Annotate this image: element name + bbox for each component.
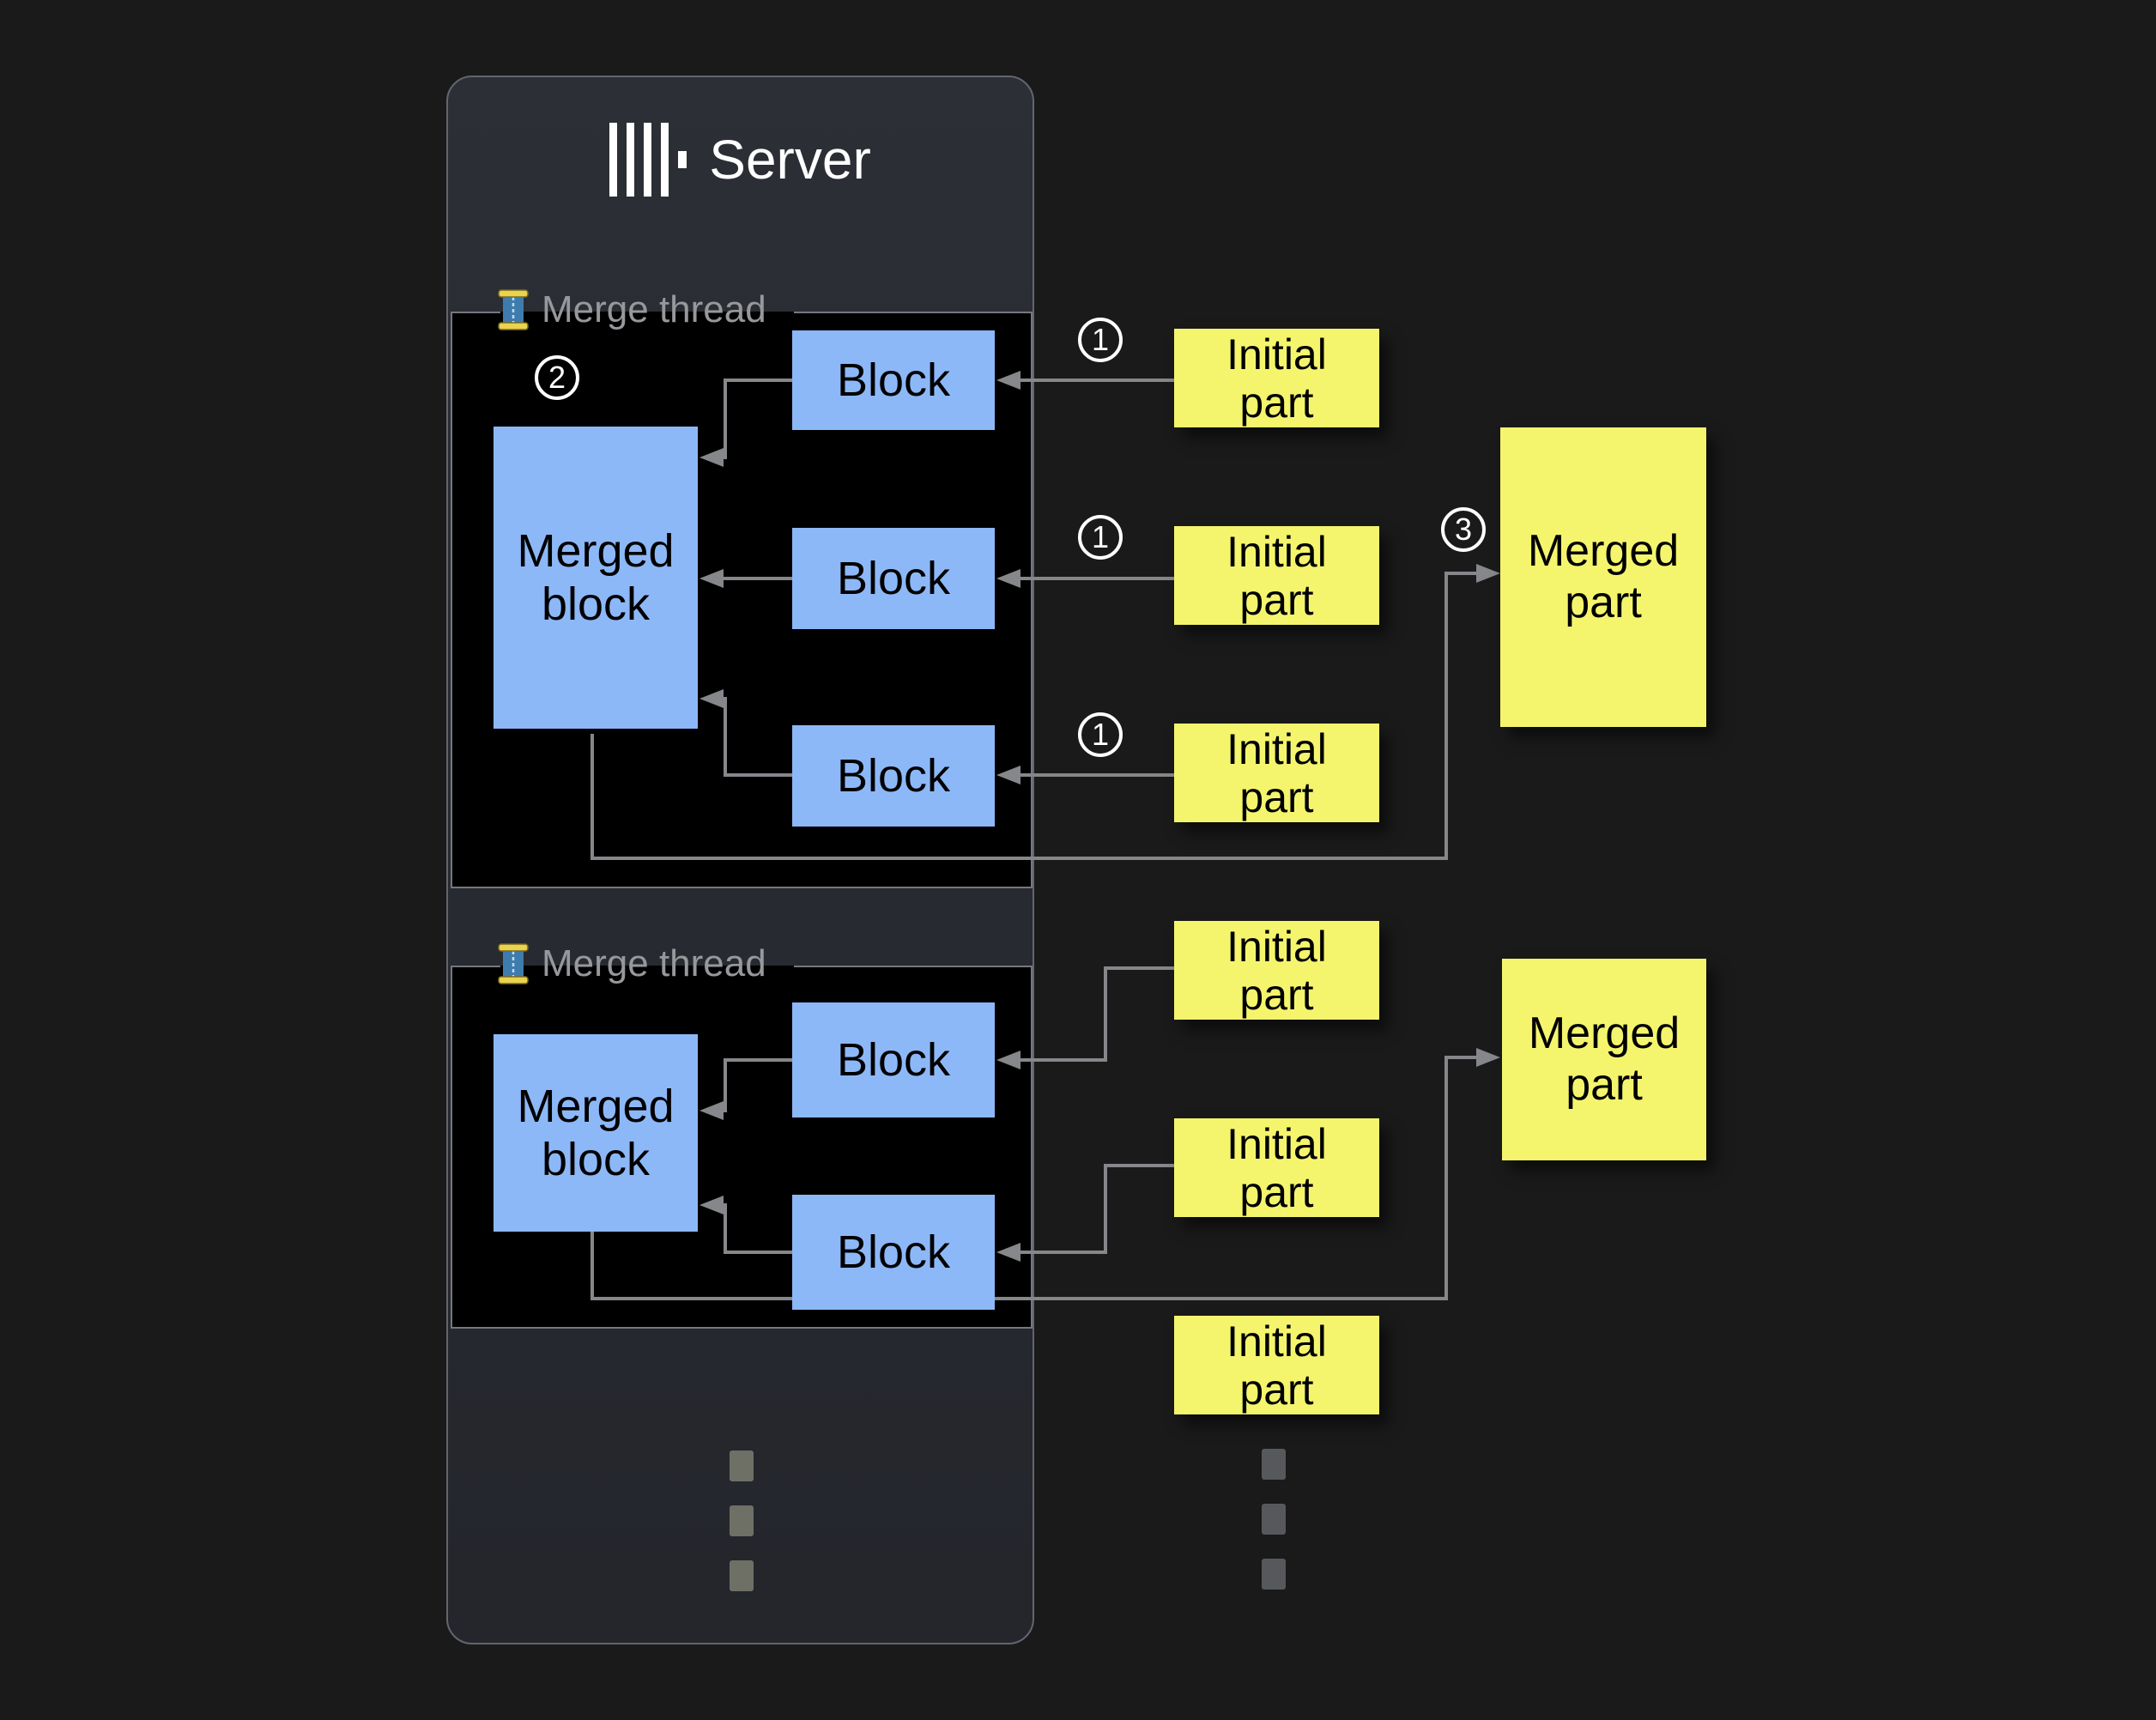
connector-merged1-part [1444, 572, 1448, 860]
merge-thread-legend: Merge thread [495, 942, 766, 985]
merge-thread-legend: Merge thread [495, 288, 766, 331]
connector-block4-merged [724, 1058, 727, 1112]
connector-merged2-part [1446, 1056, 1478, 1059]
connector-ip2-block2 [1019, 577, 1174, 580]
connector-block1-merged [724, 379, 727, 459]
connector-ip4-block [1104, 966, 1107, 1062]
thread-border-segment [451, 966, 500, 967]
connector-ip5-block [1019, 1251, 1107, 1254]
arrowhead-left-icon [699, 1101, 724, 1120]
initial-part-5: Initial part [1174, 1118, 1379, 1217]
server-ellipsis-dot [730, 1560, 754, 1591]
arrowhead-left-icon [699, 689, 724, 708]
connector-merged1-part [590, 857, 1448, 860]
arrowhead-left-icon [996, 371, 1020, 390]
block-2-2: Block [792, 1195, 995, 1310]
block-1-1: Block [792, 330, 995, 430]
arrowhead-left-icon [699, 569, 724, 588]
arrowhead-left-icon [996, 1051, 1020, 1069]
merged-block-2: Merged block [494, 1034, 698, 1232]
arrowhead-right-icon [1476, 1048, 1500, 1067]
server-header: Server [448, 122, 1033, 197]
connector-merged1-part [1446, 572, 1478, 575]
connector-ip1-block1 [1019, 379, 1174, 382]
step-badge-1: 1 [1078, 318, 1123, 362]
connector-ip5-block [1107, 1164, 1174, 1167]
initial-part-3: Initial part [1174, 724, 1379, 822]
block-1-2: Block [792, 528, 995, 629]
arrowhead-left-icon [699, 1196, 724, 1214]
server-ellipsis-dot [730, 1505, 754, 1536]
block-2-1: Block [792, 1002, 995, 1117]
merge-thread-label: Merge thread [542, 942, 766, 984]
arrowhead-left-icon [996, 766, 1020, 784]
server-ellipsis-dot [730, 1450, 754, 1481]
connector-ip4-block [1019, 1058, 1107, 1062]
parts-ellipsis-dot [1262, 1504, 1286, 1535]
merged-part-2: Merged part [1502, 959, 1706, 1160]
server-title: Server [709, 129, 871, 191]
step-badge-3: 3 [1441, 507, 1486, 552]
connector-block3-merged [725, 773, 792, 777]
connector-merged2-part [590, 1232, 594, 1300]
step-badge-1: 1 [1078, 712, 1123, 757]
merged-part-1: Merged part [1500, 427, 1706, 727]
connector-merged2-part [1444, 1056, 1448, 1300]
arrowhead-left-icon [996, 569, 1020, 588]
merged-block-1: Merged block [494, 427, 698, 729]
arrowhead-left-icon [699, 448, 724, 467]
connector-merged2-part [590, 1297, 1448, 1300]
clickhouse-logo-icon [609, 122, 687, 197]
connector-block1-merged [725, 379, 792, 382]
connector-merged1-part [590, 734, 594, 860]
step-badge-2: 2 [535, 355, 579, 400]
thread-spool-icon [498, 289, 529, 330]
initial-part-4: Initial part [1174, 921, 1379, 1020]
connector-ip4-block [1107, 966, 1174, 970]
thread-border-segment [794, 966, 1033, 967]
parts-ellipsis-dot [1262, 1449, 1286, 1480]
block-1-3: Block [792, 725, 995, 827]
thread-spool-icon [498, 943, 529, 984]
connector-block4-merged [725, 1058, 792, 1062]
parts-ellipsis-dot [1262, 1559, 1286, 1590]
initial-part-2: Initial part [1174, 526, 1379, 625]
connector-block2-merged [724, 577, 792, 580]
initial-part-1: Initial part [1174, 329, 1379, 427]
thread-border-segment [794, 312, 1033, 313]
connector-ip3-block3 [1019, 773, 1174, 777]
step-badge-1: 1 [1078, 515, 1123, 560]
thread-border-segment [451, 312, 500, 313]
merge-thread-label: Merge thread [542, 288, 766, 330]
arrowhead-right-icon [1476, 564, 1500, 583]
connector-block5-merged [724, 1203, 727, 1254]
connector-block5-merged [725, 1251, 792, 1254]
initial-part-6: Initial part [1174, 1316, 1379, 1414]
arrowhead-left-icon [996, 1243, 1020, 1262]
connector-block3-merged [724, 697, 727, 777]
connector-ip5-block [1104, 1164, 1107, 1254]
